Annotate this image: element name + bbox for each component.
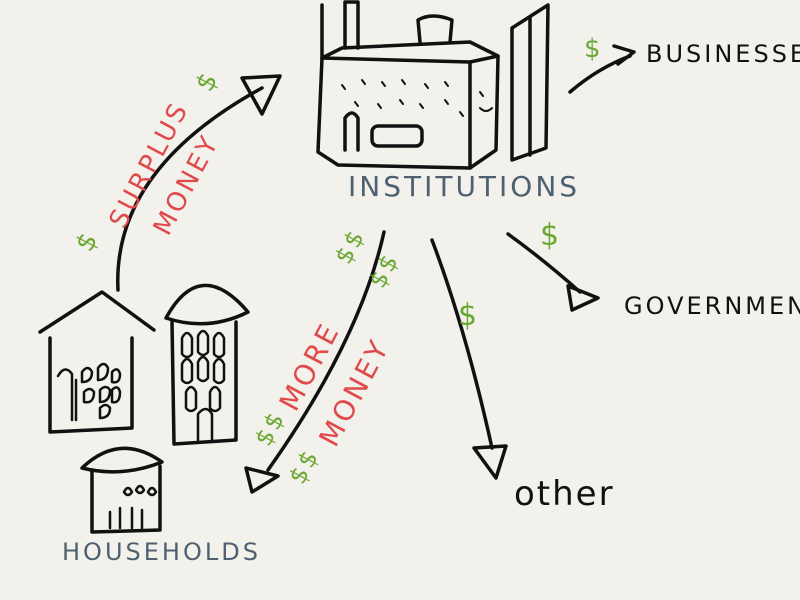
businesses-label: BUSINESSES	[646, 40, 800, 68]
businesses-arrow	[568, 44, 636, 94]
businesses-dollar: $	[584, 34, 604, 64]
government-label: GOVERNMENT	[624, 292, 800, 320]
surplus-money-arrow	[116, 74, 282, 292]
more-money-arrow	[244, 230, 386, 494]
government-dollar: $	[540, 218, 563, 253]
households-label: HOUSEHOLDS	[62, 538, 261, 566]
households-houses-icon	[38, 283, 250, 534]
other-label: other	[514, 474, 615, 514]
other-arrow	[430, 238, 508, 480]
other-dollar: $	[458, 298, 481, 333]
institutions-building-icon	[316, 0, 550, 170]
government-arrow	[506, 232, 600, 312]
institutions-label: INSTITUTIONS	[348, 170, 581, 203]
